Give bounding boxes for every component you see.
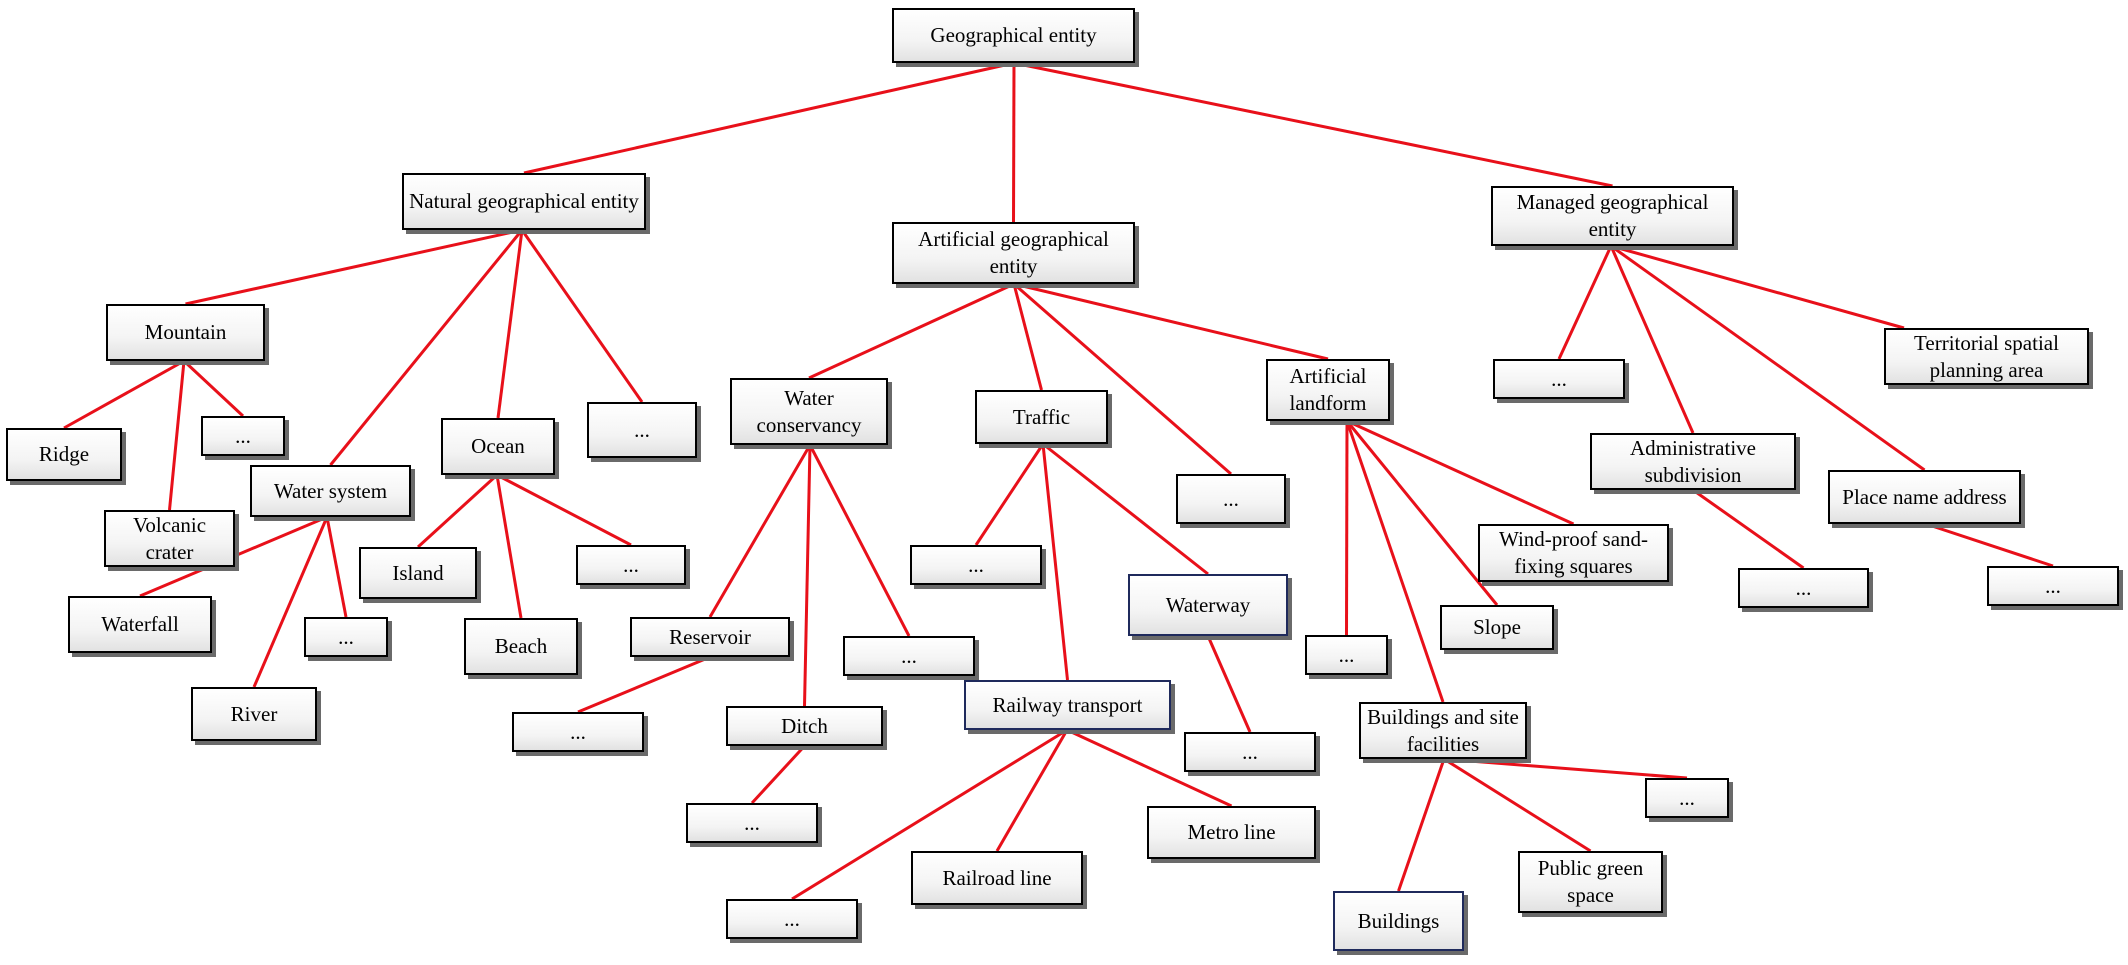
connector-artificial-to-traffic — [1012, 283, 1043, 391]
connector-traffic-to-railway — [1041, 443, 1069, 681]
node-railroad-line: Railroad line — [911, 851, 1083, 905]
connector-railway-to-rail-more — [791, 728, 1068, 901]
connector-water-system-to-ws-more — [325, 516, 348, 618]
node-waterfall: Waterfall — [68, 596, 212, 653]
connector-water-cons-to-ditch — [803, 444, 812, 707]
connector-managed-to-territorial — [1610, 244, 1905, 330]
node-reservoir: Reservoir — [630, 617, 790, 657]
node-artificial-more: ... — [1176, 474, 1286, 524]
node-wind-proof-sand-fixing-squares: Wind-proof sand-fixing squares — [1478, 524, 1669, 582]
node-traffic: Traffic — [975, 390, 1108, 444]
connector-water-cons-to-reservoir — [708, 444, 812, 618]
connector-buildings-site-to-green — [1443, 757, 1592, 853]
node-water-system: Water system — [250, 465, 411, 517]
connector-managed-to-admin — [1609, 245, 1695, 434]
connector-mountain-to-ridge — [63, 359, 185, 430]
connector-natural-to-ocean — [496, 229, 524, 419]
node-managed-geographical-entity: Managed geographical entity — [1491, 186, 1734, 246]
node-landform-more: ... — [1305, 635, 1388, 675]
connector-reservoir-to-res-more — [577, 655, 711, 714]
node-waterway-more: ... — [1184, 732, 1316, 772]
connector-landform-to-buildings-site — [1345, 420, 1445, 703]
connector-root-to-managed — [1013, 61, 1613, 188]
connector-artificial-to-artificial-more — [1013, 282, 1232, 476]
node-ocean: Ocean — [441, 418, 555, 475]
connector-placename-to-place-more — [1925, 522, 2054, 568]
node-place-name-address: Place name address — [1828, 470, 2021, 524]
connector-ditch-to-ditch-more — [750, 744, 806, 805]
node-water-conservancy-more: ... — [843, 636, 975, 676]
connector-traffic-to-waterway — [1042, 442, 1209, 576]
node-administrative-subdivision: Administrative subdivision — [1590, 433, 1796, 490]
node-island: Island — [359, 547, 477, 599]
node-territorial-spatial-planning-area: Territorial spatial planning area — [1884, 328, 2089, 385]
connector-admin-to-admin-more — [1692, 488, 1805, 570]
connector-buildings-site-to-bsf-more — [1443, 757, 1688, 780]
node-natural-more: ... — [587, 402, 697, 458]
connector-mountain-to-volcanic — [168, 360, 186, 511]
node-mountain-more: ... — [201, 416, 285, 456]
node-artificial-geographical-entity: Artificial geographical entity — [892, 222, 1135, 284]
connector-water-system-to-river — [252, 516, 329, 688]
connector-ocean-to-ocean-more — [496, 473, 632, 547]
node-river: River — [191, 687, 317, 741]
connector-railway-to-railroad — [995, 729, 1069, 852]
node-beach: Beach — [464, 618, 578, 675]
node-managed-more: ... — [1493, 359, 1625, 399]
connector-managed-to-placename — [1610, 244, 1926, 472]
connector-managed-to-managed-more — [1557, 245, 1613, 360]
connector-traffic-to-traffic-more — [974, 443, 1045, 546]
node-artificial-landform: Artificial landform — [1266, 359, 1390, 421]
node-geographical-entity: Geographical entity — [892, 8, 1135, 63]
node-water-conservancy: Water conservancy — [730, 378, 888, 445]
node-ditch: Ditch — [726, 706, 883, 746]
node-mountain: Mountain — [106, 304, 265, 361]
connector-waterway-to-waterway-more — [1206, 635, 1252, 733]
connector-artificial-to-water-cons — [808, 282, 1015, 380]
node-ridge: Ridge — [6, 428, 122, 481]
connector-water-cons-to-wc-more — [808, 444, 911, 637]
connector-buildings-site-to-buildings — [1397, 758, 1446, 892]
connector-artificial-to-landform — [1013, 282, 1329, 361]
connector-natural-to-water-system — [329, 229, 524, 466]
node-railway-transport: Railway transport — [964, 680, 1171, 730]
node-buildings-site-more: ... — [1645, 778, 1729, 818]
node-metro-line: Metro line — [1147, 806, 1316, 859]
node-buildings-and-site-facilities: Buildings and site facilities — [1359, 702, 1527, 759]
connector-natural-to-mountain — [185, 228, 523, 306]
node-slope: Slope — [1440, 605, 1554, 650]
node-water-system-more: ... — [304, 617, 388, 657]
node-railway-more: ... — [726, 899, 858, 939]
connector-railway-to-metro — [1066, 728, 1233, 808]
connector-landform-to-slope — [1345, 420, 1499, 606]
connector-root-to-natural — [523, 61, 1015, 175]
node-administrative-more: ... — [1738, 568, 1869, 608]
node-place-name-more: ... — [1987, 566, 2119, 606]
node-ditch-more: ... — [686, 803, 818, 843]
node-natural-geographical-entity: Natural geographical entity — [402, 173, 646, 230]
connector-root-to-artificial — [1012, 62, 1016, 223]
node-volcanic-crater: Volcanic crater — [104, 510, 235, 567]
connector-ocean-to-beach — [495, 474, 523, 619]
node-reservoir-more: ... — [512, 712, 644, 752]
connector-ocean-to-island — [416, 473, 499, 549]
node-waterway: Waterway — [1128, 574, 1288, 636]
node-traffic-more: ... — [910, 545, 1042, 585]
node-public-green-space: Public green space — [1518, 851, 1663, 913]
connector-mountain-to-mtn-more — [182, 359, 245, 418]
node-buildings: Buildings — [1333, 891, 1464, 951]
connector-landform-to-landform-more — [1345, 420, 1349, 636]
connector-landform-to-windproof — [1346, 419, 1575, 526]
connector-natural-to-natural-more — [520, 229, 644, 403]
node-ocean-more: ... — [576, 545, 686, 585]
